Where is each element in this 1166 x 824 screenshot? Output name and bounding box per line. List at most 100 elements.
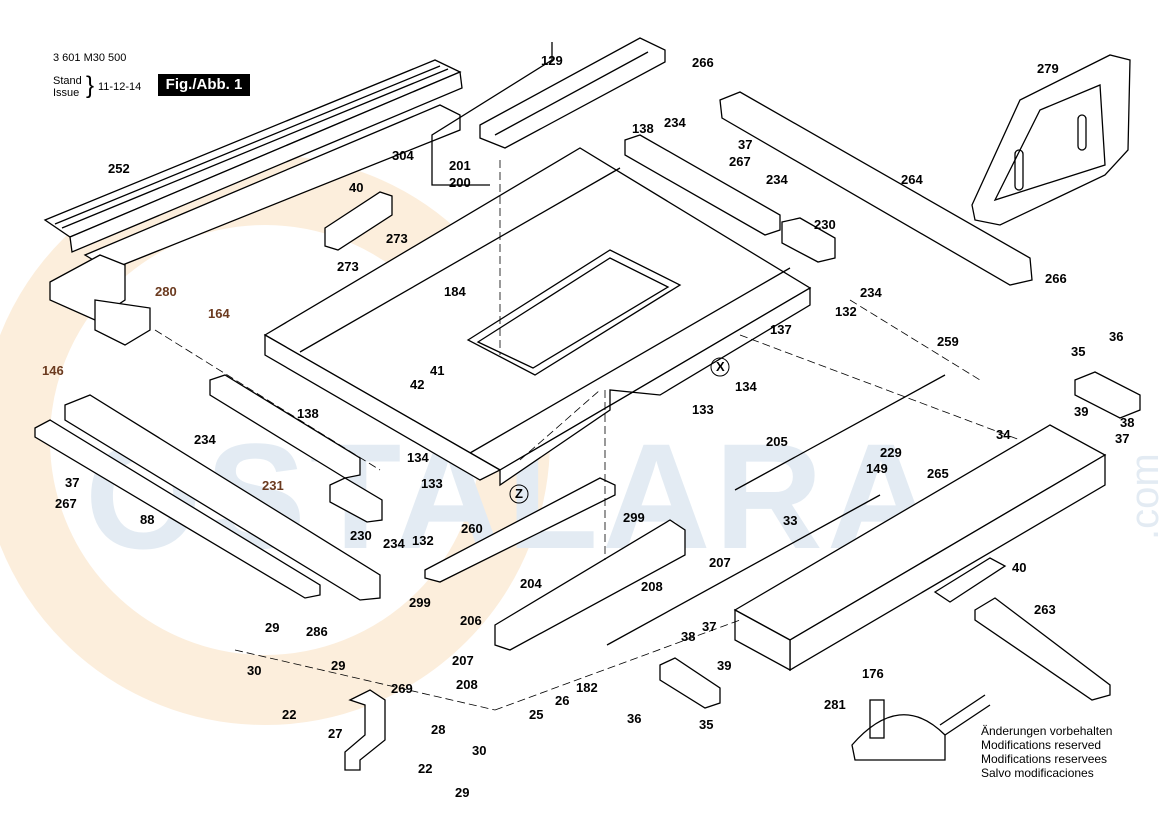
table-137 xyxy=(263,147,812,487)
rail-263 xyxy=(974,597,1111,701)
callout-label: 184 xyxy=(444,284,466,299)
callout-label: 269 xyxy=(391,681,413,696)
callout-label: 182 xyxy=(576,680,598,695)
callout-label: 205 xyxy=(766,434,788,449)
callout-label: 138 xyxy=(632,121,654,136)
callout-label: 29 xyxy=(331,658,345,673)
callout-label: 134 xyxy=(735,379,757,394)
callout-label: 204 xyxy=(520,576,542,591)
callout-label: 37 xyxy=(1115,431,1129,446)
note-line: Modifications reserved xyxy=(981,738,1102,752)
callout-label: 134 xyxy=(407,450,429,465)
parts xyxy=(34,37,1141,771)
rail-252 xyxy=(43,59,463,253)
bracket-230-top xyxy=(781,217,836,263)
callout-label: 266 xyxy=(1045,271,1067,286)
callout-label: 266 xyxy=(692,55,714,70)
callout-label: 234 xyxy=(664,115,686,130)
callout-label: 267 xyxy=(55,496,77,511)
callout-label: Z xyxy=(515,486,523,501)
callout-label: 36 xyxy=(1109,329,1123,344)
callout-label: 35 xyxy=(1071,344,1085,359)
callout-label: 129 xyxy=(541,53,563,68)
callout-label: 286 xyxy=(306,624,328,639)
miter-281 xyxy=(851,694,991,761)
rail-88-231 xyxy=(34,394,381,601)
callout-label: 273 xyxy=(337,259,359,274)
callout-circle xyxy=(509,484,529,504)
callout-label: 164 xyxy=(208,306,230,321)
callout-label: 206 xyxy=(460,613,482,628)
callout-label: 208 xyxy=(456,677,478,692)
callout-label: 27 xyxy=(328,726,342,741)
callout-label: 234 xyxy=(860,285,882,300)
callout-label: 37 xyxy=(65,475,79,490)
callout-label: 25 xyxy=(529,707,543,722)
watermark-suffix: .com xyxy=(1123,453,1166,540)
bracket-27 xyxy=(344,689,386,771)
callout-label: 281 xyxy=(824,697,846,712)
callout-label: 30 xyxy=(472,743,486,758)
callout-label: 42 xyxy=(410,377,424,392)
figure-label: Fig./Abb. 1 xyxy=(158,74,250,96)
callout-label: 132 xyxy=(835,304,857,319)
callout-label: 40 xyxy=(349,180,363,195)
rail-264 xyxy=(719,91,1033,286)
callout-label: 37 xyxy=(702,619,716,634)
notes-block: Änderungen vorbehalten Modifications res… xyxy=(981,724,1112,780)
callout-label: 234 xyxy=(383,536,405,551)
callout-label: 133 xyxy=(421,476,443,491)
callout-label: 33 xyxy=(783,513,797,528)
callout-label: 133 xyxy=(692,402,714,417)
stand-label: Stand xyxy=(53,75,82,87)
callout-label: 29 xyxy=(455,785,469,800)
callout-label: 208 xyxy=(641,579,663,594)
issue-label: Issue xyxy=(53,87,80,99)
callout-label: 36 xyxy=(627,711,641,726)
plate-260 xyxy=(424,477,616,583)
callout-label: 29 xyxy=(265,620,279,635)
rail-138-top xyxy=(624,134,781,236)
callout-label: 230 xyxy=(814,217,836,232)
label-40 xyxy=(933,557,1007,603)
alignment-lines xyxy=(154,160,1021,711)
callout-label: 138 xyxy=(297,406,319,421)
issue-date: 11-12-14 xyxy=(98,81,142,93)
callout-label: 41 xyxy=(430,363,444,378)
callout-label: 259 xyxy=(937,334,959,349)
rail-280 xyxy=(49,104,461,346)
callout-label: 267 xyxy=(729,154,751,169)
callout-label: 263 xyxy=(1034,602,1056,617)
callout-label: 299 xyxy=(409,595,431,610)
rod-205 xyxy=(734,374,946,491)
callout-label: 201 xyxy=(449,158,471,173)
callout-label: 230 xyxy=(350,528,372,543)
plate-35-bottom xyxy=(659,657,721,709)
rod-33 xyxy=(606,494,881,646)
callout-label: 260 xyxy=(461,521,483,536)
blade-guard-279 xyxy=(971,54,1131,226)
callout-label: 299 xyxy=(623,510,645,525)
callout-label: 22 xyxy=(418,761,432,776)
note-line: Änderungen vorbehalten xyxy=(981,724,1113,738)
callout-label: 304 xyxy=(392,148,414,163)
callout-circle xyxy=(710,357,730,377)
callout-label: 264 xyxy=(901,172,923,187)
callout-label: 34 xyxy=(996,427,1011,442)
callout-label: 231 xyxy=(262,478,284,493)
callout-label: 38 xyxy=(681,629,695,644)
callout-label: 37 xyxy=(738,137,752,152)
insert-40 xyxy=(324,191,393,251)
callout-label: 22 xyxy=(282,707,296,722)
callout-label: 137 xyxy=(770,322,792,337)
leader-304 xyxy=(431,42,553,186)
callout-label: 146 xyxy=(42,363,64,378)
callout-label: 234 xyxy=(194,432,216,447)
extension-34 xyxy=(733,424,1107,672)
channel-204 xyxy=(494,519,686,651)
note-line: Salvo modificaciones xyxy=(981,766,1094,780)
callout-label: 26 xyxy=(555,693,569,708)
callout-label: 40 xyxy=(1012,560,1026,575)
